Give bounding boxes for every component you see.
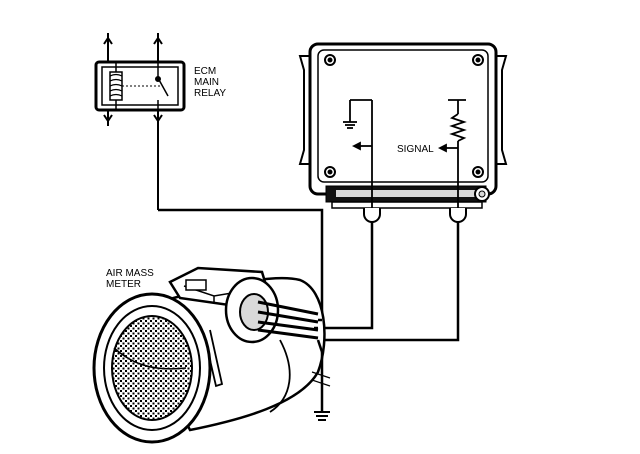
relay-label: ECM MAIN RELAY xyxy=(194,66,227,99)
ecm-internal-circuit xyxy=(343,99,467,210)
signal-wires xyxy=(314,222,460,342)
air-mass-meter-label: AIR MASS METER xyxy=(106,268,154,290)
intake-mesh xyxy=(111,315,193,421)
air-mass-meter xyxy=(92,266,331,444)
ecm-main-relay xyxy=(94,33,186,210)
signal-label: SIGNAL xyxy=(397,144,434,155)
relay-wire xyxy=(158,208,324,320)
meter-leads xyxy=(314,318,324,353)
ecm-box xyxy=(298,42,508,209)
ecm-connector-pins xyxy=(363,208,467,223)
